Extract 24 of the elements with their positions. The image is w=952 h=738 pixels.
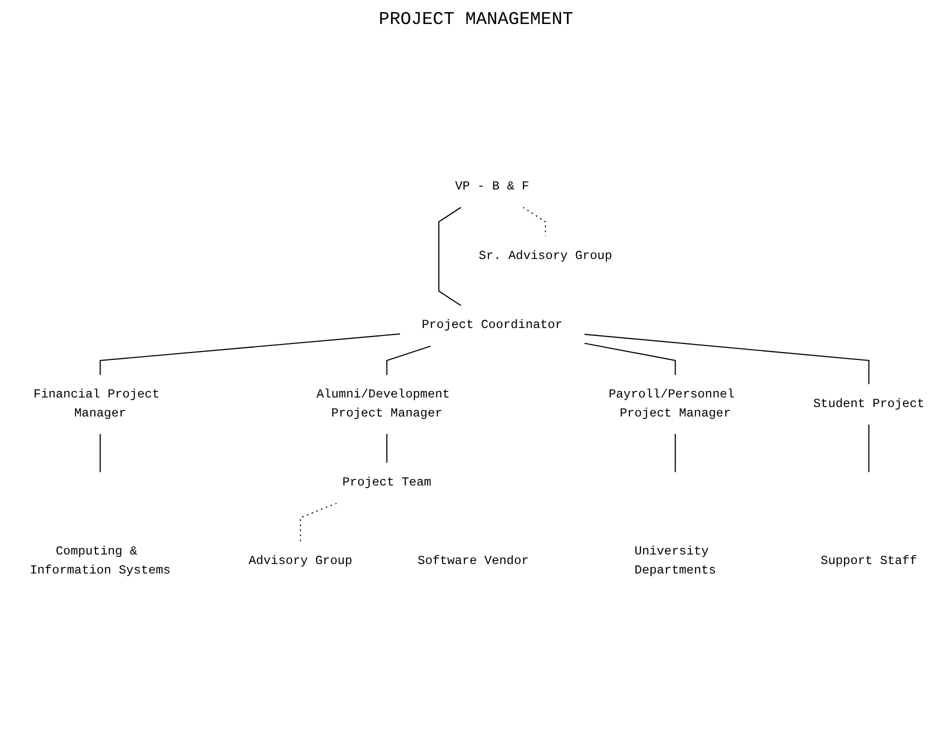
connector [386, 345, 432, 375]
node-text: Student Project [813, 397, 924, 412]
node-text: Project Team [342, 476, 432, 490]
connector [674, 434, 676, 472]
connector [584, 342, 676, 375]
connector [100, 333, 400, 375]
connector [438, 206, 462, 306]
node-text: Software Vendor [418, 554, 529, 568]
node-text: Advisory Group [248, 554, 352, 568]
connector [522, 206, 546, 236]
connector [868, 424, 870, 472]
connector [584, 334, 870, 384]
node-text: Financial Project Manager [34, 388, 160, 420]
node-text: Payroll/Personnel Project Manager [608, 388, 735, 420]
node-text: University Departments [634, 545, 716, 578]
node-text: Support Staff [820, 554, 917, 568]
node-text: Sr. Advisory Group [478, 249, 612, 264]
node-text: VP - B & F [455, 180, 530, 194]
node-text: Computing & Information Systems [30, 545, 171, 578]
node-text: Alumni/Development Project Manager [316, 388, 450, 420]
connector [386, 434, 388, 463]
connector [100, 434, 101, 472]
node-text: Project Coordinator [422, 318, 563, 333]
diagram-title: PROJECT MANAGEMENT [378, 10, 574, 30]
